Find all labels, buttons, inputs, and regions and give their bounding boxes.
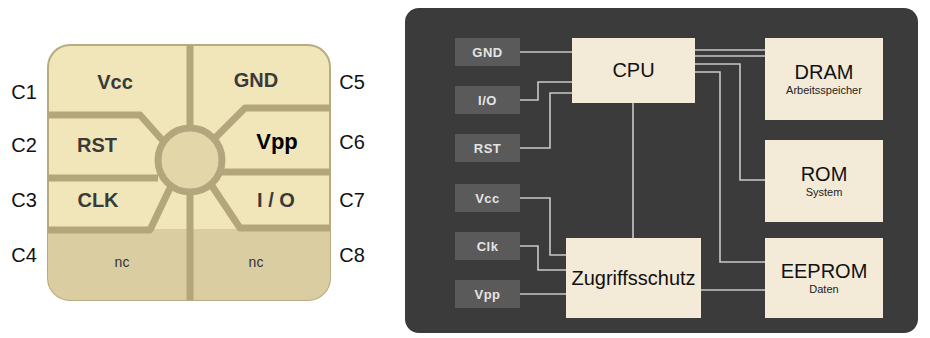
pin-box: Vcc — [455, 184, 520, 212]
box-title: Clk — [477, 239, 499, 254]
pin-name: RST — [77, 134, 117, 157]
signal-line — [695, 72, 765, 262]
signal-line — [520, 246, 566, 270]
contact-number: C1 — [11, 81, 37, 104]
pin-name: Vpp — [256, 129, 298, 155]
pin-name: I / O — [257, 189, 295, 212]
contact-number: C8 — [339, 244, 365, 267]
pin-name: nc — [115, 254, 130, 270]
box-title: Zugriffsschutz — [571, 267, 695, 290]
box-title: ROM — [801, 163, 848, 186]
box-title: RST — [474, 141, 502, 156]
pin-box: Vpp — [455, 280, 520, 308]
contact-number: C7 — [339, 189, 365, 212]
pin-box: GND — [455, 38, 520, 66]
box-subtitle: System — [806, 186, 843, 199]
box-subtitle: Daten — [809, 283, 838, 296]
pin-name: nc — [249, 254, 264, 270]
signal-line — [520, 82, 572, 100]
pin-name: Vcc — [97, 71, 133, 94]
pin-box: Clk — [455, 232, 520, 260]
contact-number: C5 — [339, 71, 365, 94]
signal-line — [695, 55, 765, 57]
pin-name: GND — [234, 69, 278, 92]
contact-number: C6 — [339, 131, 365, 154]
box-title: Vpp — [474, 287, 500, 302]
contact-pad — [44, 40, 334, 305]
memory-box: ROMSystem — [765, 140, 883, 222]
cpu-box: CPU — [572, 38, 695, 103]
pin-name: CLK — [77, 189, 118, 212]
box-title: EEPROM — [781, 260, 868, 283]
signal-line — [695, 64, 765, 180]
box-title: GND — [472, 45, 502, 60]
box-title: Vcc — [475, 191, 500, 206]
signal-line — [695, 49, 765, 51]
signal-line — [520, 93, 572, 148]
box-title: DRAM — [795, 61, 854, 84]
signal-line — [701, 289, 765, 291]
chip-panel — [405, 8, 918, 333]
access-guard-box: Zugriffsschutz — [566, 238, 700, 318]
memory-box: DRAMArbeitsspeicher — [765, 38, 883, 120]
contact-number: C3 — [11, 189, 37, 212]
box-title: CPU — [612, 59, 654, 82]
contact-number: C4 — [11, 244, 37, 267]
box-subtitle: Arbeitsspeicher — [786, 84, 862, 97]
pin-box: RST — [455, 134, 520, 162]
memory-box: EEPROMDaten — [765, 238, 883, 318]
signal-line — [632, 103, 634, 238]
signal-line — [520, 293, 566, 295]
signal-line — [520, 51, 572, 53]
contact-number: C2 — [11, 134, 37, 157]
pin-box: I/O — [455, 86, 520, 114]
box-title: I/O — [478, 93, 497, 108]
